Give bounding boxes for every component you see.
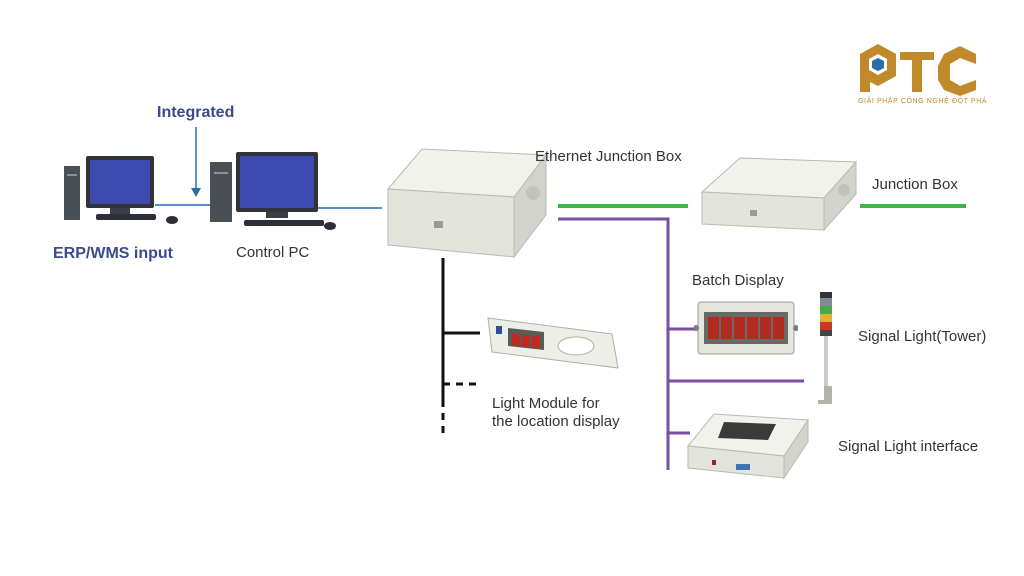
- control-pc-label: Control PC: [236, 244, 310, 261]
- erp-wms-label: ERP/WMS input: [53, 245, 173, 262]
- ethernet-junction-box-label: Ethernet Junction Box: [535, 148, 682, 165]
- batch-display-label: Batch Display: [692, 272, 784, 289]
- company-logo: [860, 44, 976, 96]
- integrated-arrowhead: [191, 188, 201, 197]
- control-pc-icon: [210, 152, 336, 230]
- signal-tower-icon: [818, 292, 832, 404]
- signal-light-interface-icon: [687, 413, 809, 480]
- light-module-label-line1: Light Module for: [492, 395, 600, 412]
- batch-display-icon: [694, 301, 798, 355]
- ethernet-junction-box-icon: [386, 148, 547, 259]
- logo-tagline: GIẢI PHÁP CÔNG NGHỆ ĐỘT PHÁ: [858, 98, 988, 105]
- junction-box-label: Junction Box: [872, 176, 958, 193]
- signal-light-tower-label: Signal Light(Tower): [858, 328, 987, 345]
- light-module-icon: [487, 317, 619, 369]
- signal-light-interface-label: Signal Light interface: [838, 438, 979, 455]
- erp-computer-icon: [64, 156, 178, 224]
- light-module-label-line2: the location display: [492, 413, 620, 430]
- bus-wire-main: [558, 217, 670, 470]
- integrated-label: Integrated: [157, 104, 235, 121]
- junction-box-icon: [700, 157, 858, 232]
